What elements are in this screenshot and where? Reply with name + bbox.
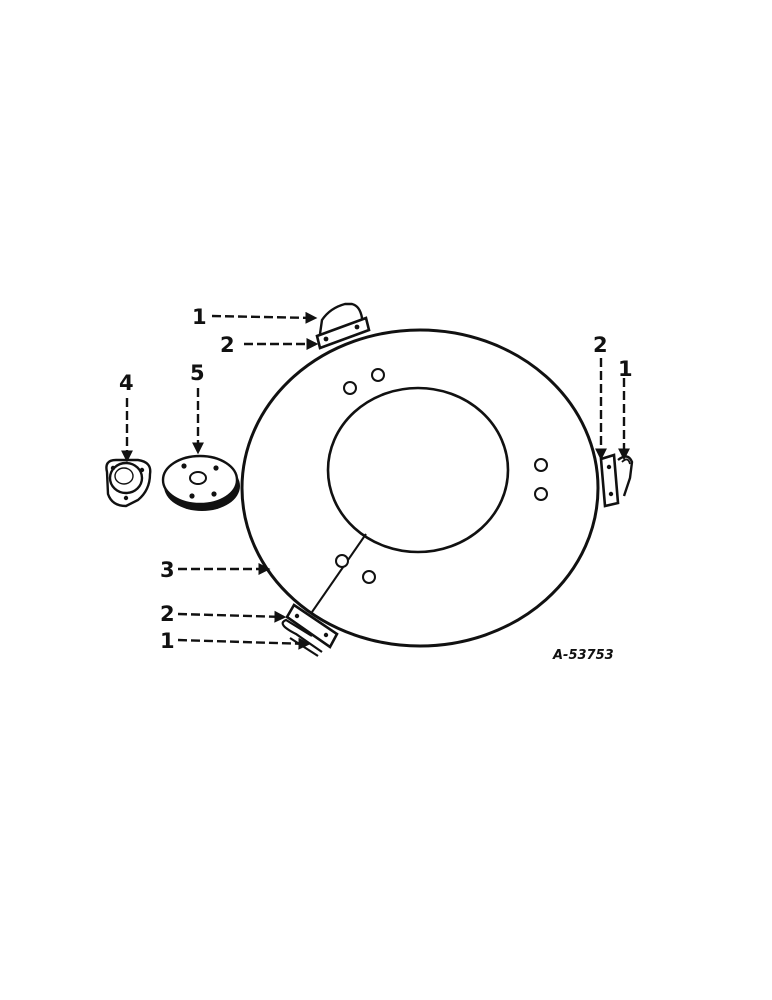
callout-1-right: 1 bbox=[618, 357, 633, 381]
clip-top bbox=[315, 302, 371, 350]
hub-disc bbox=[161, 454, 240, 511]
clip-right bbox=[599, 453, 634, 508]
callout-5: 5 bbox=[190, 361, 205, 385]
cover-part bbox=[105, 458, 152, 508]
leader-lines bbox=[121, 311, 630, 650]
callout-2-right: 2 bbox=[593, 333, 608, 357]
ring-plate bbox=[240, 328, 600, 648]
callout-2-bottom: 2 bbox=[160, 602, 175, 626]
reference-number: A-53753 bbox=[552, 648, 614, 663]
callout-4: 4 bbox=[119, 371, 134, 395]
callout-3: 3 bbox=[160, 558, 175, 582]
callout-2-top: 2 bbox=[220, 333, 235, 357]
callout-1-top: 1 bbox=[192, 305, 207, 329]
callout-1-bottom: 1 bbox=[160, 629, 175, 653]
